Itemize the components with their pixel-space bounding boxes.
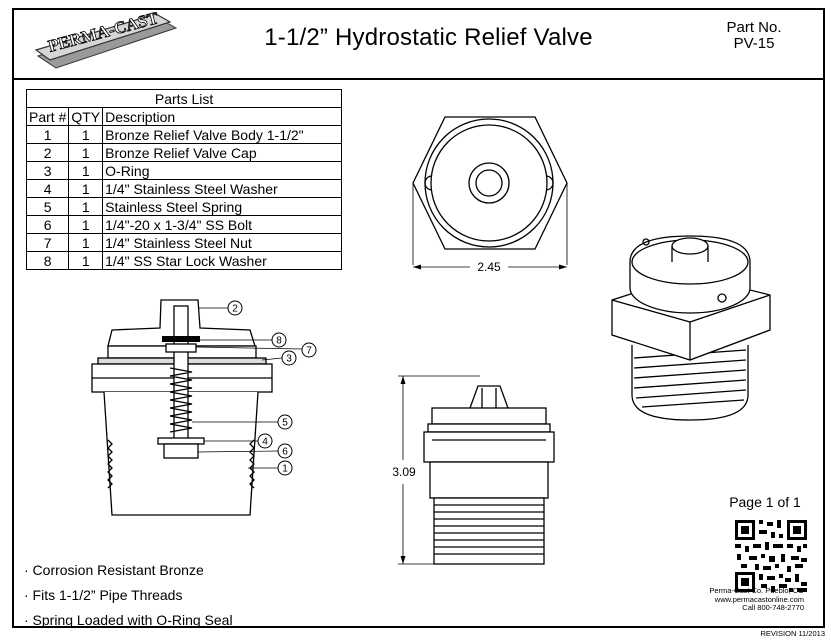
desc-cell: 1/4" SS Star Lock Washer	[102, 251, 343, 270]
document-title: 1-1/2” Hydrostatic Relief Valve	[264, 24, 593, 51]
part-number-label: Part No.	[726, 19, 782, 36]
callout-circle	[281, 350, 297, 366]
company-phone: Call 800-748-2770	[742, 603, 804, 612]
feature-item: · Fits 1-1/2” Pipe Threads	[24, 587, 183, 603]
feature-item: · Spring Loaded with O-Ring Seal	[24, 612, 233, 628]
callout-circle	[271, 332, 287, 348]
feature-item: · Corrosion Resistant Bronze	[24, 562, 204, 578]
isometric-view-drawing	[611, 235, 771, 421]
callout-circle	[257, 433, 273, 449]
part-cell: 8	[25, 251, 70, 270]
perma-cast-logo: PERMA-CAST	[34, 12, 178, 69]
desc-cell: 1/4" Stainless Steel Washer	[102, 179, 343, 198]
callout-2: 2	[232, 304, 238, 315]
column-header: Part #	[25, 107, 70, 126]
desc-cell: Bronze Relief Valve Body 1-1/2"	[102, 125, 343, 144]
revision-date: REVISION 11/2013	[760, 629, 825, 638]
feature-list: · Corrosion Resistant Bronze · Fits 1-1/…	[24, 558, 233, 633]
top-view-drawing	[412, 116, 568, 270]
callout-4: 4	[262, 437, 268, 448]
drawing-sheet: PERMA-CAST 1-1/2” Hydrostatic Relief Val…	[12, 8, 825, 628]
column-header: QTY	[68, 107, 104, 126]
height-dimension: 3.09	[392, 465, 416, 479]
parts-list-caption: Parts List	[25, 89, 343, 108]
callout-circle	[227, 300, 243, 316]
company-name: Perma-Cast Co. Pueblo, CO	[709, 586, 804, 595]
part-number-value: PV-15	[733, 35, 775, 52]
callout-5: 5	[282, 418, 288, 429]
callout-6: 6	[282, 447, 288, 458]
callout-circle	[277, 414, 293, 430]
callout-3: 3	[286, 354, 292, 365]
callout-leaders	[192, 307, 303, 469]
part-number-block: Part No. PV-15	[709, 20, 799, 52]
side-view-drawing	[398, 375, 555, 565]
callout-circle	[277, 443, 293, 459]
page-indicator: Page 1 of 1	[729, 494, 801, 510]
company-info: Perma-Cast Co. Pueblo, CO www.permacasto…	[694, 586, 804, 613]
desc-cell: Stainless Steel Spring	[102, 197, 343, 216]
callout-circle	[277, 460, 293, 476]
title-block: PERMA-CAST 1-1/2” Hydrostatic Relief Val…	[14, 10, 823, 80]
company-website: www.permacastonline.com	[714, 594, 804, 604]
callout-circle	[301, 342, 317, 358]
callout-7: 7	[306, 346, 312, 357]
qr-code	[735, 520, 807, 592]
callout-circles	[227, 300, 317, 476]
callout-1: 1	[282, 464, 288, 475]
width-dimension: 2.45	[477, 260, 501, 274]
section-view-drawing	[91, 299, 273, 516]
callout-8: 8	[276, 336, 282, 347]
desc-cell: 1/4"-20 x 1-3/4" SS Bolt	[102, 215, 343, 234]
